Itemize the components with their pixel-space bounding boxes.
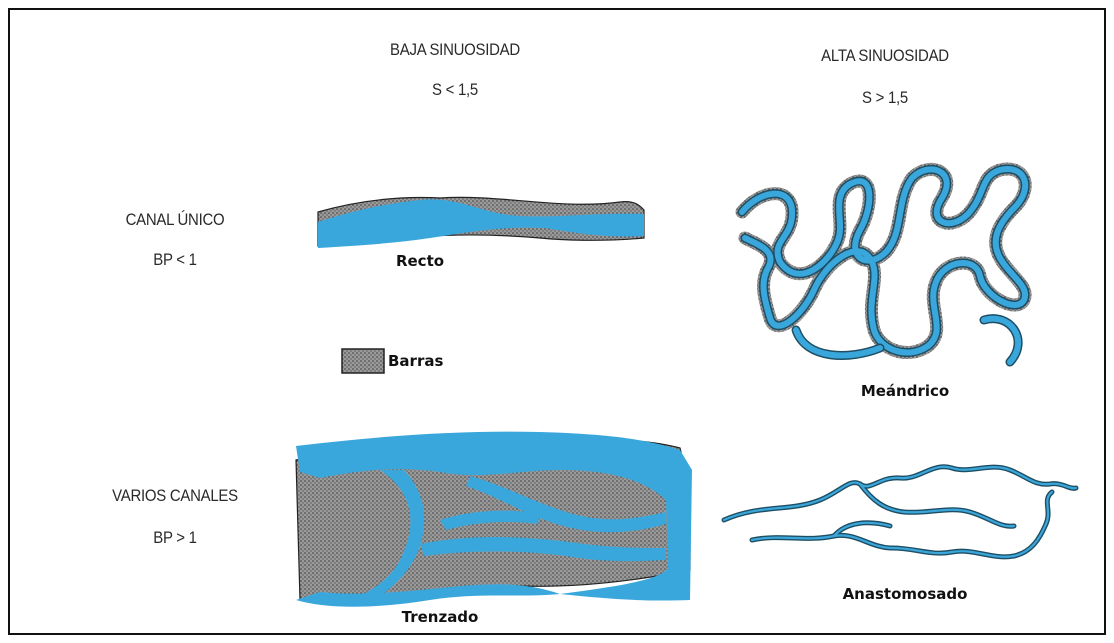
single-channel-rule: BP < 1 <box>127 250 224 270</box>
single-channel-title: CANAL ÚNICO <box>100 210 250 230</box>
bars-legend <box>342 349 384 373</box>
straight-channel-illustration <box>318 197 644 248</box>
straight-label: Recto <box>360 252 480 270</box>
bars-legend-swatch <box>342 349 384 373</box>
multi-channel-title: VARIOS CANALES <box>83 486 268 506</box>
high-sinuosity-rule: S > 1,5 <box>837 88 934 108</box>
low-sinuosity-title: BAJA SINUOSIDAD <box>380 40 530 60</box>
meandering-channel-illustration <box>742 169 1025 362</box>
braided-channel-illustration <box>296 432 692 607</box>
anastomosed-label: Anastomosado <box>810 585 1000 603</box>
meander-oxbow-right-fill <box>984 319 1018 362</box>
bars-legend-label: Barras <box>388 352 468 370</box>
low-sinuosity-rule: S < 1,5 <box>407 80 504 100</box>
braided-label: Trenzado <box>370 608 510 626</box>
multi-channel-rule: BP > 1 <box>127 528 224 548</box>
high-sinuosity-title: ALTA SINUOSIDAD <box>801 46 968 66</box>
meandering-label: Meándrico <box>830 382 980 400</box>
